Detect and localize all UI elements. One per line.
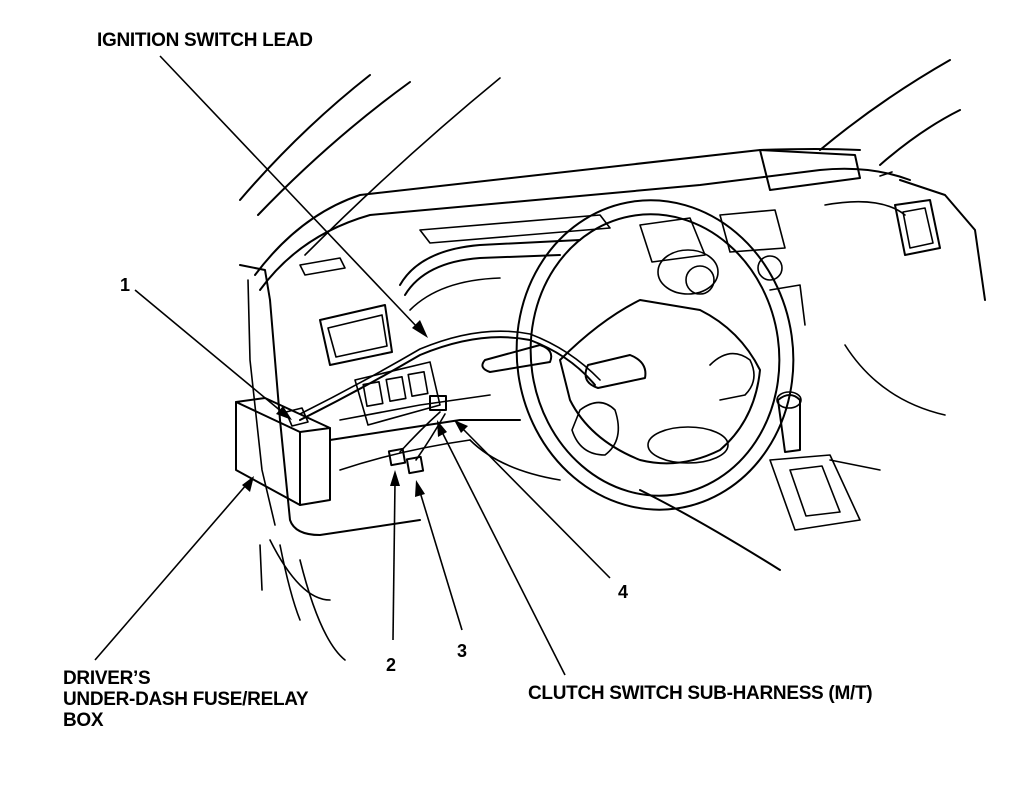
clutch-switch-sub-harness-label: CLUTCH SWITCH SUB-HARNESS (M/T) [528, 683, 873, 704]
ignition-switch-lead-wire [299, 330, 601, 421]
left-panel [239, 264, 421, 661]
dashboard-outline [254, 59, 986, 301]
lower-dash [329, 419, 781, 571]
drivers-fuse-box-label-line3: BOX [63, 710, 104, 731]
drivers-fuse-box-label-line2: UNDER-DASH FUSE/RELAY [63, 689, 309, 710]
drivers-fuse-box-label-line1: DRIVER’S [63, 668, 151, 689]
clutch-switch-connectors [387, 395, 447, 475]
center-vents [639, 199, 941, 326]
drivers-fuse-box-label: DRIVER’S UNDER-DASH FUSE/RELAY BOX [63, 668, 309, 731]
a-pillar [239, 74, 501, 256]
left-side-vent [319, 304, 393, 366]
leader-lines [94, 55, 611, 676]
switch-panel [339, 361, 491, 426]
callout-number-2: 2 [386, 655, 396, 675]
instrument-cluster [399, 239, 581, 311]
shift-lever [769, 344, 946, 531]
steering-wheel [515, 199, 795, 511]
ignition-switch-lead-label: IGNITION SWITCH LEAD [97, 30, 313, 51]
callout-number-3: 3 [457, 641, 467, 661]
top-vents [299, 214, 611, 276]
callout-number-4: 4 [618, 582, 628, 602]
callout-number-1: 1 [120, 275, 130, 295]
